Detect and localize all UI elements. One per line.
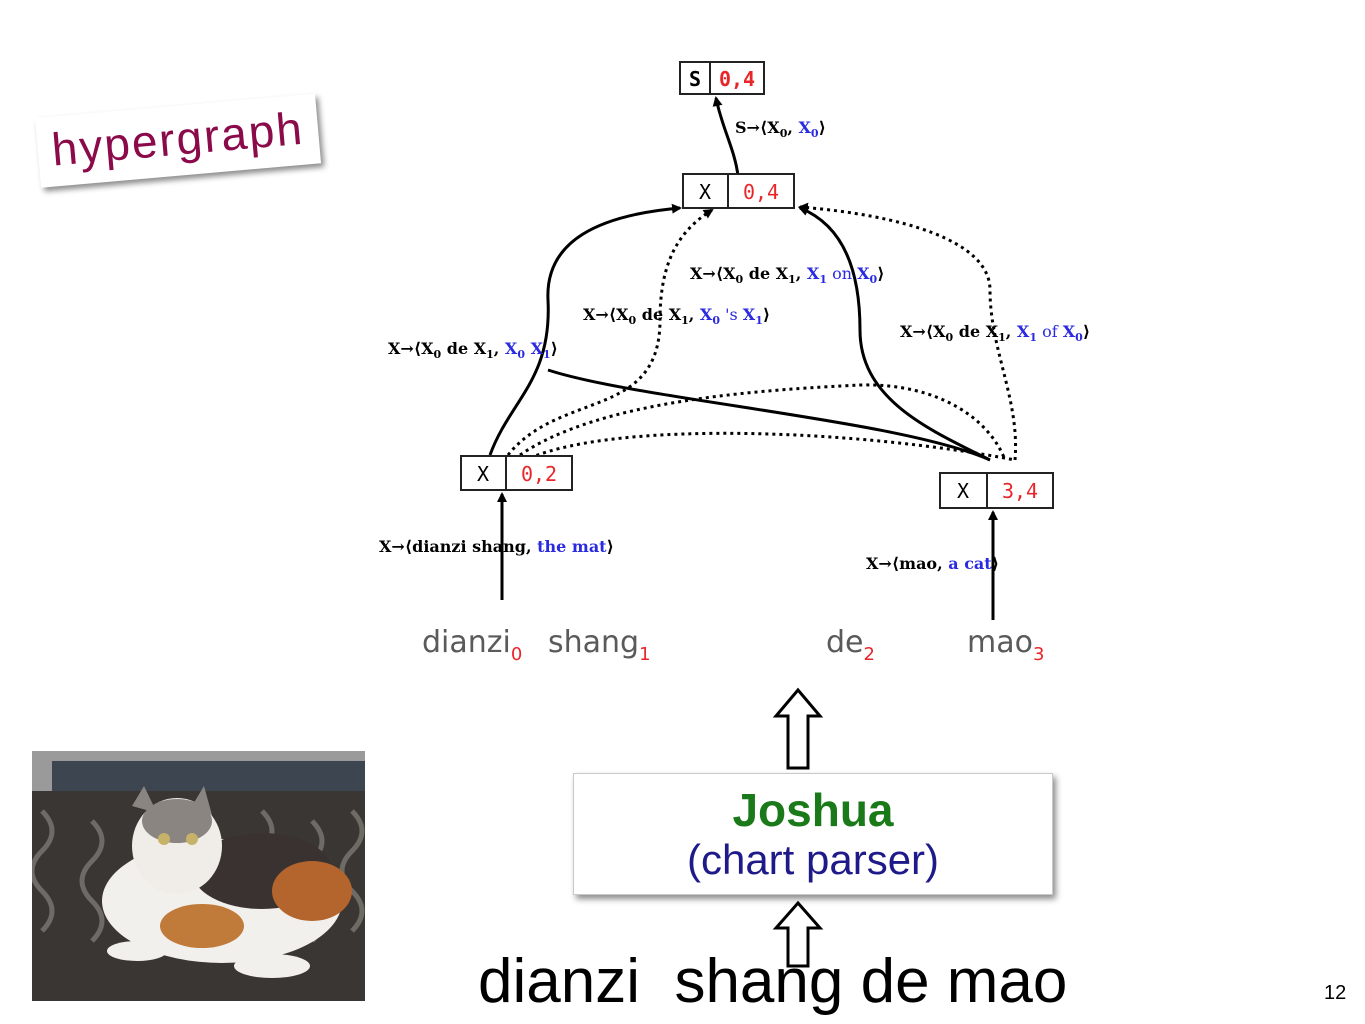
word-mao: mao3 bbox=[967, 625, 1044, 665]
node-x-0-2: X 0,2 bbox=[460, 455, 573, 491]
word-de: de2 bbox=[826, 625, 875, 665]
cat-photo bbox=[32, 751, 365, 1001]
joshua-title: Joshua bbox=[732, 784, 894, 836]
up-arrow-upper-icon bbox=[772, 687, 824, 770]
edge-of-right bbox=[798, 202, 1018, 461]
page-number: 12 bbox=[1324, 982, 1347, 1004]
edge-s-top bbox=[712, 96, 740, 177]
cat-on-doormat-image bbox=[32, 751, 365, 1001]
node-span: 0,4 bbox=[743, 180, 779, 204]
edge-mono-right bbox=[547, 368, 991, 462]
edge-on-right bbox=[798, 206, 991, 462]
node-x-0-4: X 0,4 bbox=[682, 173, 795, 209]
word-shang: shang1 bbox=[548, 625, 651, 665]
rule-label-top: S→⟨X0, X0⟩ bbox=[735, 118, 826, 140]
solid-hyperedges bbox=[488, 96, 998, 620]
node-span: 0,2 bbox=[521, 462, 557, 486]
node-symbol: S bbox=[689, 67, 701, 91]
node-symbol: X bbox=[957, 479, 969, 503]
node-symbol: X bbox=[477, 462, 489, 486]
node-s-0-4: S 0,4 bbox=[679, 61, 765, 95]
joshua-subtitle: (chart parser) bbox=[686, 836, 940, 883]
source-words: dianzi0 shang1 de2 mao3 bbox=[422, 625, 1044, 665]
rule-label-possessive: X→⟨X0 de X1, X0 's X1⟩ bbox=[583, 305, 770, 327]
rule-label-mat: X→⟨dianzi shang, the mat⟩ bbox=[379, 537, 614, 556]
joshua-parser-box: Joshua (chart parser) bbox=[573, 773, 1053, 895]
up-arrow-lower-icon bbox=[772, 900, 824, 968]
dotted-hyperedges bbox=[506, 202, 1018, 462]
source-sentence: dianzi shang de mao bbox=[478, 947, 1068, 1016]
edge-poss-right bbox=[519, 383, 1007, 461]
node-span: 0,4 bbox=[719, 67, 755, 91]
rule-label-monotone: X→⟨X0 de X1, X0 X1⟩ bbox=[388, 339, 558, 361]
rule-label-of: X→⟨X0 de X1, X1 of X0⟩ bbox=[900, 322, 1090, 344]
edge-poss-left bbox=[506, 208, 714, 456]
edge-mono-left bbox=[488, 203, 682, 456]
rule-label-on: X→⟨X0 de X1, X1 on X0⟩ bbox=[690, 264, 885, 286]
rule-label-cat: X→⟨mao, a cat⟩ bbox=[866, 554, 999, 573]
node-x-3-4: X 3,4 bbox=[939, 472, 1054, 509]
node-symbol: X bbox=[699, 180, 711, 204]
word-dianzi: dianzi0 bbox=[422, 625, 522, 665]
node-span: 3,4 bbox=[1002, 479, 1038, 503]
